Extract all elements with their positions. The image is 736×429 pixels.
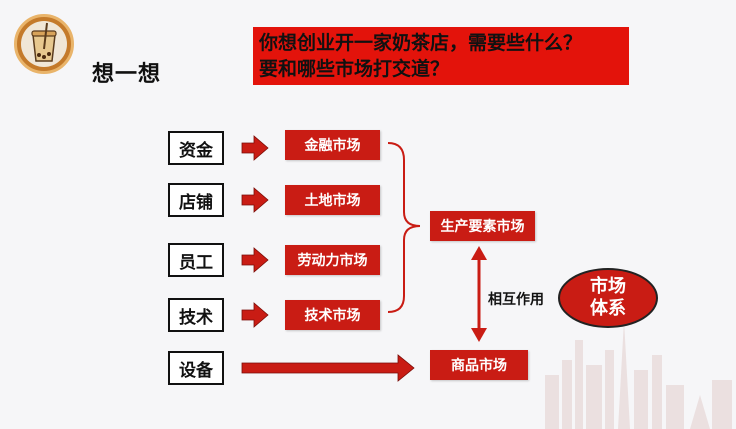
arrow-equipment <box>241 354 415 382</box>
market-finance: 金融市场 <box>285 130 380 160</box>
question-line-1: 你想创业开一家奶茶店，需要些什么？ <box>259 32 583 54</box>
interaction-label: 相互作用 <box>488 292 544 308</box>
input-technology: 技术 <box>168 298 224 332</box>
bracket-connector <box>387 142 421 313</box>
input-store: 店铺 <box>168 183 224 217</box>
arrow-tech <box>241 302 269 328</box>
market-system-ellipse: 市场 体系 <box>558 268 658 328</box>
arrow-funds <box>241 135 269 161</box>
market-land: 土地市场 <box>285 185 380 215</box>
arrow-store <box>241 187 269 213</box>
input-staff: 员工 <box>168 243 224 277</box>
bubble-tea-logo-icon <box>14 14 74 74</box>
input-funds: 资金 <box>168 131 224 165</box>
page-heading: 想一想 <box>92 62 162 87</box>
market-technology: 技术市场 <box>285 300 380 330</box>
commodity-market: 商品市场 <box>430 350 528 380</box>
input-equipment: 设备 <box>168 351 224 385</box>
arrow-staff <box>241 247 269 273</box>
factor-market: 生产要素市场 <box>430 211 535 241</box>
market-system-line-1: 市场 <box>590 276 626 297</box>
question-banner: 你想创业开一家奶茶店，需要些什么？ 要和哪些市场打交道？ <box>253 27 629 85</box>
market-labor: 劳动力市场 <box>285 245 380 275</box>
double-arrow-vertical <box>471 246 487 342</box>
question-line-2: 要和哪些市场打交道？ <box>259 58 450 80</box>
market-system-line-2: 体系 <box>590 298 626 319</box>
